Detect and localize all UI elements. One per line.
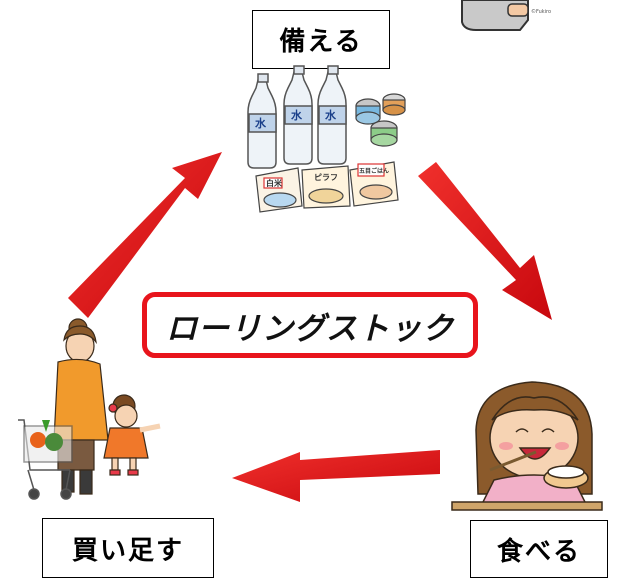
buy-label: 買い足す (71, 535, 184, 566)
water-bottles (247, 65, 347, 169)
groceries (30, 420, 63, 451)
rice-pack-label: 白米 (266, 178, 283, 188)
buy-label-box: 買い足す (42, 518, 214, 578)
diagram-title: ローリングストック (166, 310, 454, 347)
bottle-label-1: 水 (255, 116, 267, 130)
arrow-eat-to-buy (232, 450, 440, 502)
table-edge (451, 501, 603, 511)
title-box: ローリングストック (142, 292, 478, 358)
eat-label: 食べる (496, 536, 581, 567)
arrow-prepare-to-eat (418, 162, 552, 320)
bottle-label-2: 水 (291, 108, 303, 122)
gomoku-pack-label: 五目ごはん (359, 167, 389, 175)
eat-label-box: 食べる (470, 520, 608, 578)
prepare-label-box: 備える (252, 10, 390, 69)
shopping-cart (18, 419, 73, 500)
prepare-label: 備える (279, 27, 363, 57)
canned-food (355, 93, 406, 147)
child-figure (103, 394, 161, 476)
mother-figure (53, 318, 109, 495)
arrow-buy-to-prepare (68, 152, 222, 318)
pilaf-pack-label: ピラフ (314, 172, 338, 182)
rice-packs (255, 161, 399, 213)
illustration-credit: ©Fukiro (531, 9, 552, 15)
bottle-label-3: 水 (325, 108, 337, 122)
